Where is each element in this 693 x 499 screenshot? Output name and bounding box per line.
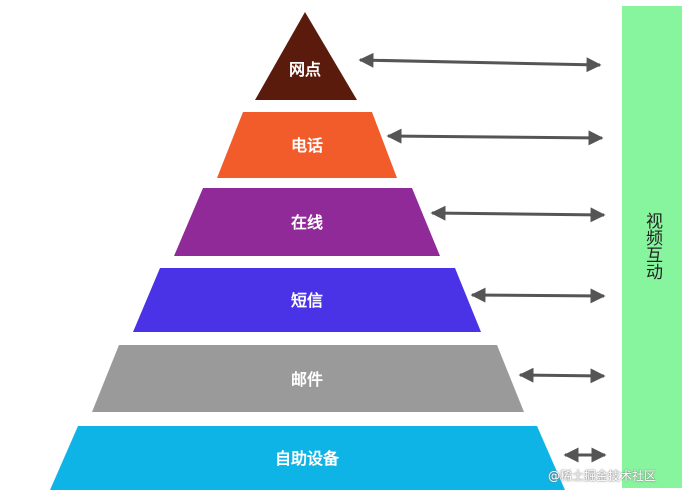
arrow-tier-3 xyxy=(430,205,606,223)
arrow-tier-4 xyxy=(470,287,606,304)
video-interaction-panel: 视频互动 xyxy=(622,6,682,488)
tier-label-2: 电话 xyxy=(291,136,323,155)
watermark-text: @稀土掘金技术社区 xyxy=(548,469,657,483)
tier-label-4: 短信 xyxy=(291,291,323,310)
tier-shape-1 xyxy=(255,12,357,100)
tier-label-6: 自助设备 xyxy=(275,449,340,468)
arrow-tier-1 xyxy=(358,52,602,73)
tier-shape-4 xyxy=(133,268,481,332)
arrow-tier-2 xyxy=(386,128,604,146)
tier-label-5: 邮件 xyxy=(291,370,323,389)
tier-shape-5 xyxy=(92,345,524,412)
tier-shape-6 xyxy=(50,426,565,490)
arrow-tier-5 xyxy=(518,367,606,384)
tier-shape-3 xyxy=(174,188,440,256)
tier-label-1: 网点 xyxy=(289,60,321,79)
video-interaction-label: 视频互动 xyxy=(642,212,662,280)
tier-label-3: 在线 xyxy=(291,213,323,232)
tier-shape-2 xyxy=(217,112,397,178)
